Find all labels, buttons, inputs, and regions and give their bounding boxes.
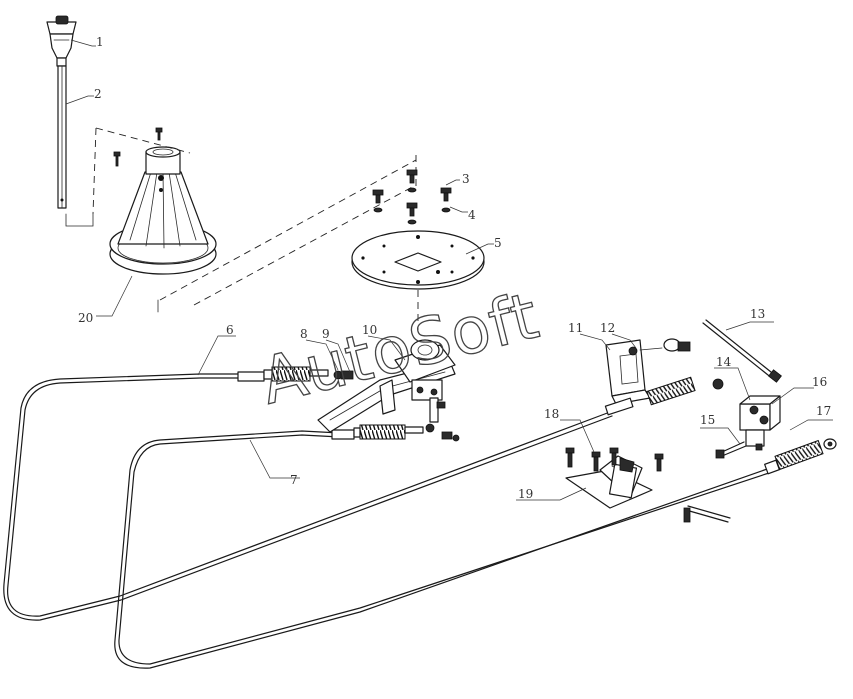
callout-4: 4 (468, 208, 476, 222)
cable-7-end-fitting (331, 423, 460, 442)
callout-labels: 1 2 3 4 5 6 7 8 9 10 11 12 13 14 15 16 1… (78, 35, 831, 501)
callout-leader-lines (65, 39, 833, 501)
callout-18: 18 (544, 407, 559, 421)
callout-15: 15 (700, 413, 715, 427)
part-19-lower-bracket (565, 455, 653, 509)
callout-8: 8 (300, 327, 308, 341)
part-2-shift-rod (57, 65, 67, 209)
part-7-select-cable (114, 430, 773, 669)
part-15-bolt (715, 441, 747, 459)
callout-19: 19 (518, 487, 533, 501)
part-6-shift-cable (3, 373, 613, 621)
cable-7-right-fitting (764, 438, 837, 475)
exploded-guide-lines-left (65, 127, 417, 313)
watermark-text: AutoSoft (254, 279, 546, 419)
part-10-shift-lever-assembly (317, 339, 456, 433)
part-14-shift-selector (739, 395, 781, 451)
part-5-mounting-plate (351, 230, 485, 290)
part-3-4-bolts-washers (372, 169, 452, 225)
cable-6-right-fitting (604, 376, 724, 416)
callout-9: 9 (322, 327, 330, 341)
callout-5: 5 (494, 236, 502, 250)
callout-17: 17 (816, 404, 831, 418)
part-1-shift-knob (46, 15, 77, 67)
callout-2: 2 (94, 87, 102, 101)
part-12-nut-fitting (628, 338, 691, 356)
callout-7: 7 (290, 473, 298, 487)
housing-screws (113, 127, 163, 167)
callout-11: 11 (568, 321, 583, 335)
callout-3: 3 (462, 172, 470, 186)
part-20-shift-boot-housing (109, 146, 217, 275)
callout-10: 10 (362, 323, 377, 337)
callout-14: 14 (716, 355, 732, 369)
callout-6: 6 (226, 323, 234, 337)
callout-1: 1 (96, 35, 104, 49)
cable-6-end-fitting (237, 366, 354, 382)
callout-12: 12 (600, 321, 615, 335)
part-17-pin (683, 505, 731, 523)
callout-16: 16 (812, 375, 827, 389)
callout-20: 20 (78, 311, 93, 325)
part-13-linkage-rod (702, 319, 782, 383)
callout-13: 13 (750, 307, 765, 321)
part-18-bracket-bolts (565, 447, 664, 472)
